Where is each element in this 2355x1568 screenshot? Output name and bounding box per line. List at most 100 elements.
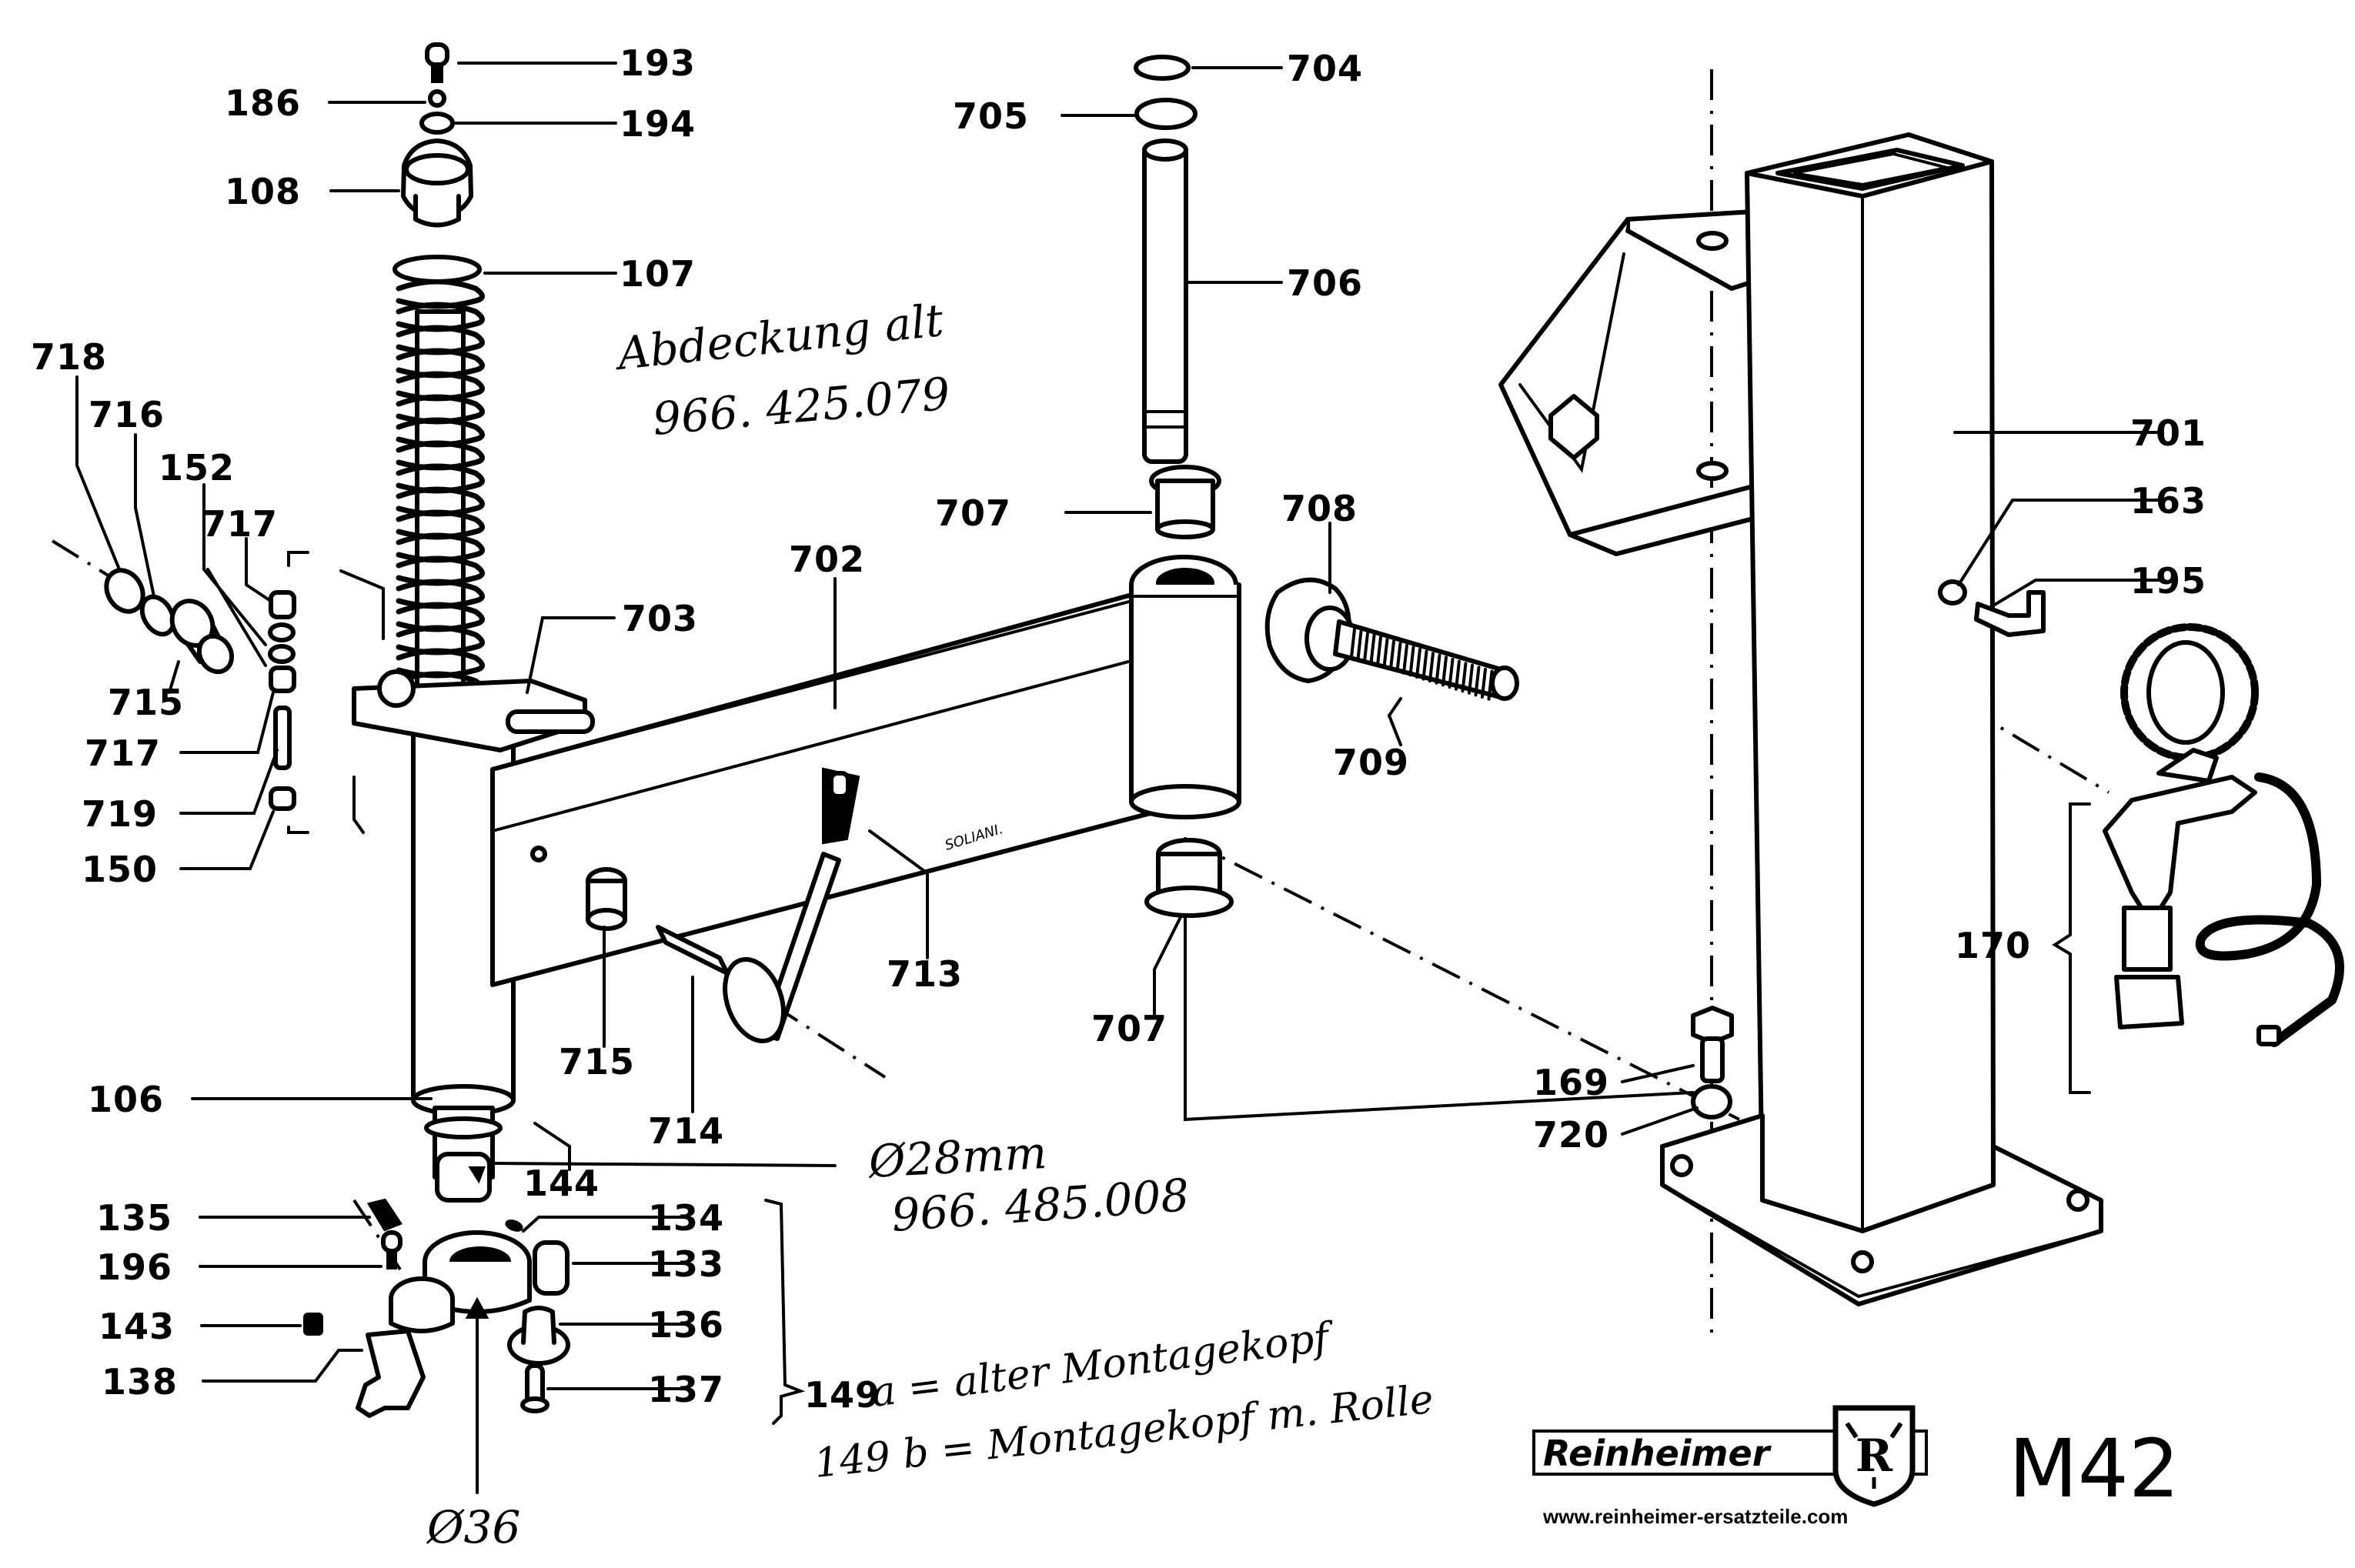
- label-715b: 715: [559, 1041, 635, 1083]
- threaded-bolt-709[interactable]: [1333, 619, 1519, 701]
- label-163: 163: [2130, 480, 2206, 522]
- label-152: 152: [159, 447, 235, 489]
- label-716: 716: [89, 394, 165, 435]
- label-194: 194: [620, 103, 696, 145]
- bolt-thread: [1474, 666, 1481, 697]
- bolt-thread: [1428, 652, 1435, 683]
- label-707a: 707: [935, 492, 1011, 534]
- roller-136[interactable]: [507, 1306, 570, 1366]
- tire-inflator-170[interactable]: [2103, 623, 2344, 1047]
- bolt-thread: [1395, 642, 1402, 673]
- column-701[interactable]: [1498, 132, 2103, 1306]
- washer-186[interactable]: [428, 89, 446, 108]
- label-715a: 715: [108, 682, 184, 723]
- screw-193[interactable]: [425, 42, 449, 83]
- label-718: 718: [31, 336, 107, 378]
- model-title: M42: [2009, 1422, 2180, 1516]
- mounting-head-149[interactable]: [389, 1230, 532, 1333]
- pin-719[interactable]: [273, 706, 292, 770]
- label-701: 701: [2130, 412, 2206, 454]
- brand-logo: Reinheimer R www.reinheimer-ersatzteile.…: [1532, 1405, 1928, 1528]
- assembly-bracket-left-2: [339, 569, 385, 640]
- washer-720[interactable]: [1691, 1084, 1732, 1119]
- bolt-thread: [1408, 646, 1415, 677]
- label-702: 702: [789, 539, 865, 580]
- label-170: 170: [1955, 925, 2031, 966]
- label-108: 108: [225, 171, 301, 212]
- washer-194[interactable]: [419, 112, 455, 135]
- bolt-thread: [1435, 653, 1441, 685]
- hook-195[interactable]: [1974, 590, 2046, 637]
- assembly-bracket-left-3: [287, 826, 309, 834]
- label-134: 134: [648, 1197, 724, 1239]
- label-707b: 707: [1091, 1008, 1167, 1049]
- label-713: 713: [887, 953, 963, 995]
- bolt-thread: [1389, 639, 1395, 671]
- label-703: 703: [622, 598, 698, 639]
- note-cover-title: Abdeckung alt: [611, 294, 946, 381]
- label-714: 714: [648, 1110, 724, 1152]
- label-720: 720: [1533, 1114, 1609, 1156]
- label-107: 107: [620, 253, 696, 295]
- label-717b: 717: [85, 732, 161, 774]
- label-106: 106: [88, 1079, 164, 1120]
- handle-grip-713[interactable]: [822, 767, 860, 845]
- nut-717-lower[interactable]: [269, 666, 296, 693]
- circlip-718[interactable]: [99, 564, 150, 618]
- nut-717-upper[interactable]: [269, 590, 296, 619]
- label-138: 138: [102, 1361, 178, 1403]
- label-149: 149: [804, 1374, 880, 1416]
- spring-107[interactable]: [392, 255, 485, 702]
- bolt-thread: [1415, 648, 1421, 679]
- label-135: 135: [96, 1197, 172, 1239]
- bolt-thread: [1382, 638, 1389, 669]
- bolt-thread: [1481, 668, 1487, 699]
- washer-152b[interactable]: [268, 644, 296, 664]
- washer-705[interactable]: [1134, 98, 1198, 130]
- set-screw-135[interactable]: [366, 1198, 403, 1232]
- circlip-704[interactable]: [1134, 55, 1191, 81]
- label-196: 196: [96, 1246, 172, 1288]
- pin-706[interactable]: [1142, 138, 1188, 464]
- bolt-thread: [1350, 628, 1356, 659]
- bushing-707-lower[interactable]: [1144, 838, 1234, 918]
- bolt-thread: [1441, 656, 1448, 687]
- bushing-707-upper[interactable]: [1149, 465, 1221, 539]
- bolt-thread: [1363, 632, 1369, 663]
- washer-716[interactable]: [135, 591, 179, 639]
- bolt-thread: [1461, 662, 1468, 693]
- nut-163[interactable]: [1938, 579, 1967, 606]
- bolt-thread: [1402, 643, 1408, 675]
- lever-714[interactable]: [656, 852, 841, 1049]
- bushing-715-right[interactable]: [586, 867, 627, 931]
- emblem-letter: R: [1856, 1430, 1893, 1482]
- bolt-169[interactable]: [1691, 1006, 1734, 1083]
- pin-134[interactable]: [505, 1219, 523, 1232]
- washer-152a[interactable]: [268, 622, 296, 642]
- bolt-thread: [1455, 659, 1461, 691]
- brand-name: Reinheimer: [1543, 1433, 1772, 1474]
- grub-screw-143[interactable]: [303, 1313, 323, 1336]
- circlip-small[interactable]: [530, 846, 547, 862]
- screw-196[interactable]: [381, 1230, 403, 1269]
- assembly-bracket-left-4: [352, 776, 365, 834]
- roller-133[interactable]: [533, 1240, 570, 1296]
- bushing-715-left[interactable]: [164, 594, 238, 678]
- brand-url[interactable]: www.reinheimer-ersatzteile.com: [1542, 1505, 1848, 1528]
- label-708: 708: [1281, 488, 1358, 529]
- label-169: 169: [1533, 1062, 1609, 1103]
- part-number-labels: 193 186 194 108 107 704 705 706 718 716 …: [31, 42, 2206, 1416]
- label-717a: 717: [202, 503, 278, 545]
- label-133: 133: [648, 1243, 724, 1285]
- bracket-170: [2052, 802, 2091, 1094]
- label-195: 195: [2130, 560, 2206, 602]
- plate-703[interactable]: [352, 669, 595, 752]
- knurled-nut-108[interactable]: [401, 138, 473, 228]
- label-193: 193: [620, 42, 696, 84]
- bracket-149: [764, 1199, 806, 1425]
- note-cover-number: 966. 425.079: [650, 367, 952, 445]
- pin-137[interactable]: [520, 1363, 550, 1413]
- mounting-finger-138[interactable]: [356, 1329, 426, 1418]
- nut-150[interactable]: [269, 786, 296, 811]
